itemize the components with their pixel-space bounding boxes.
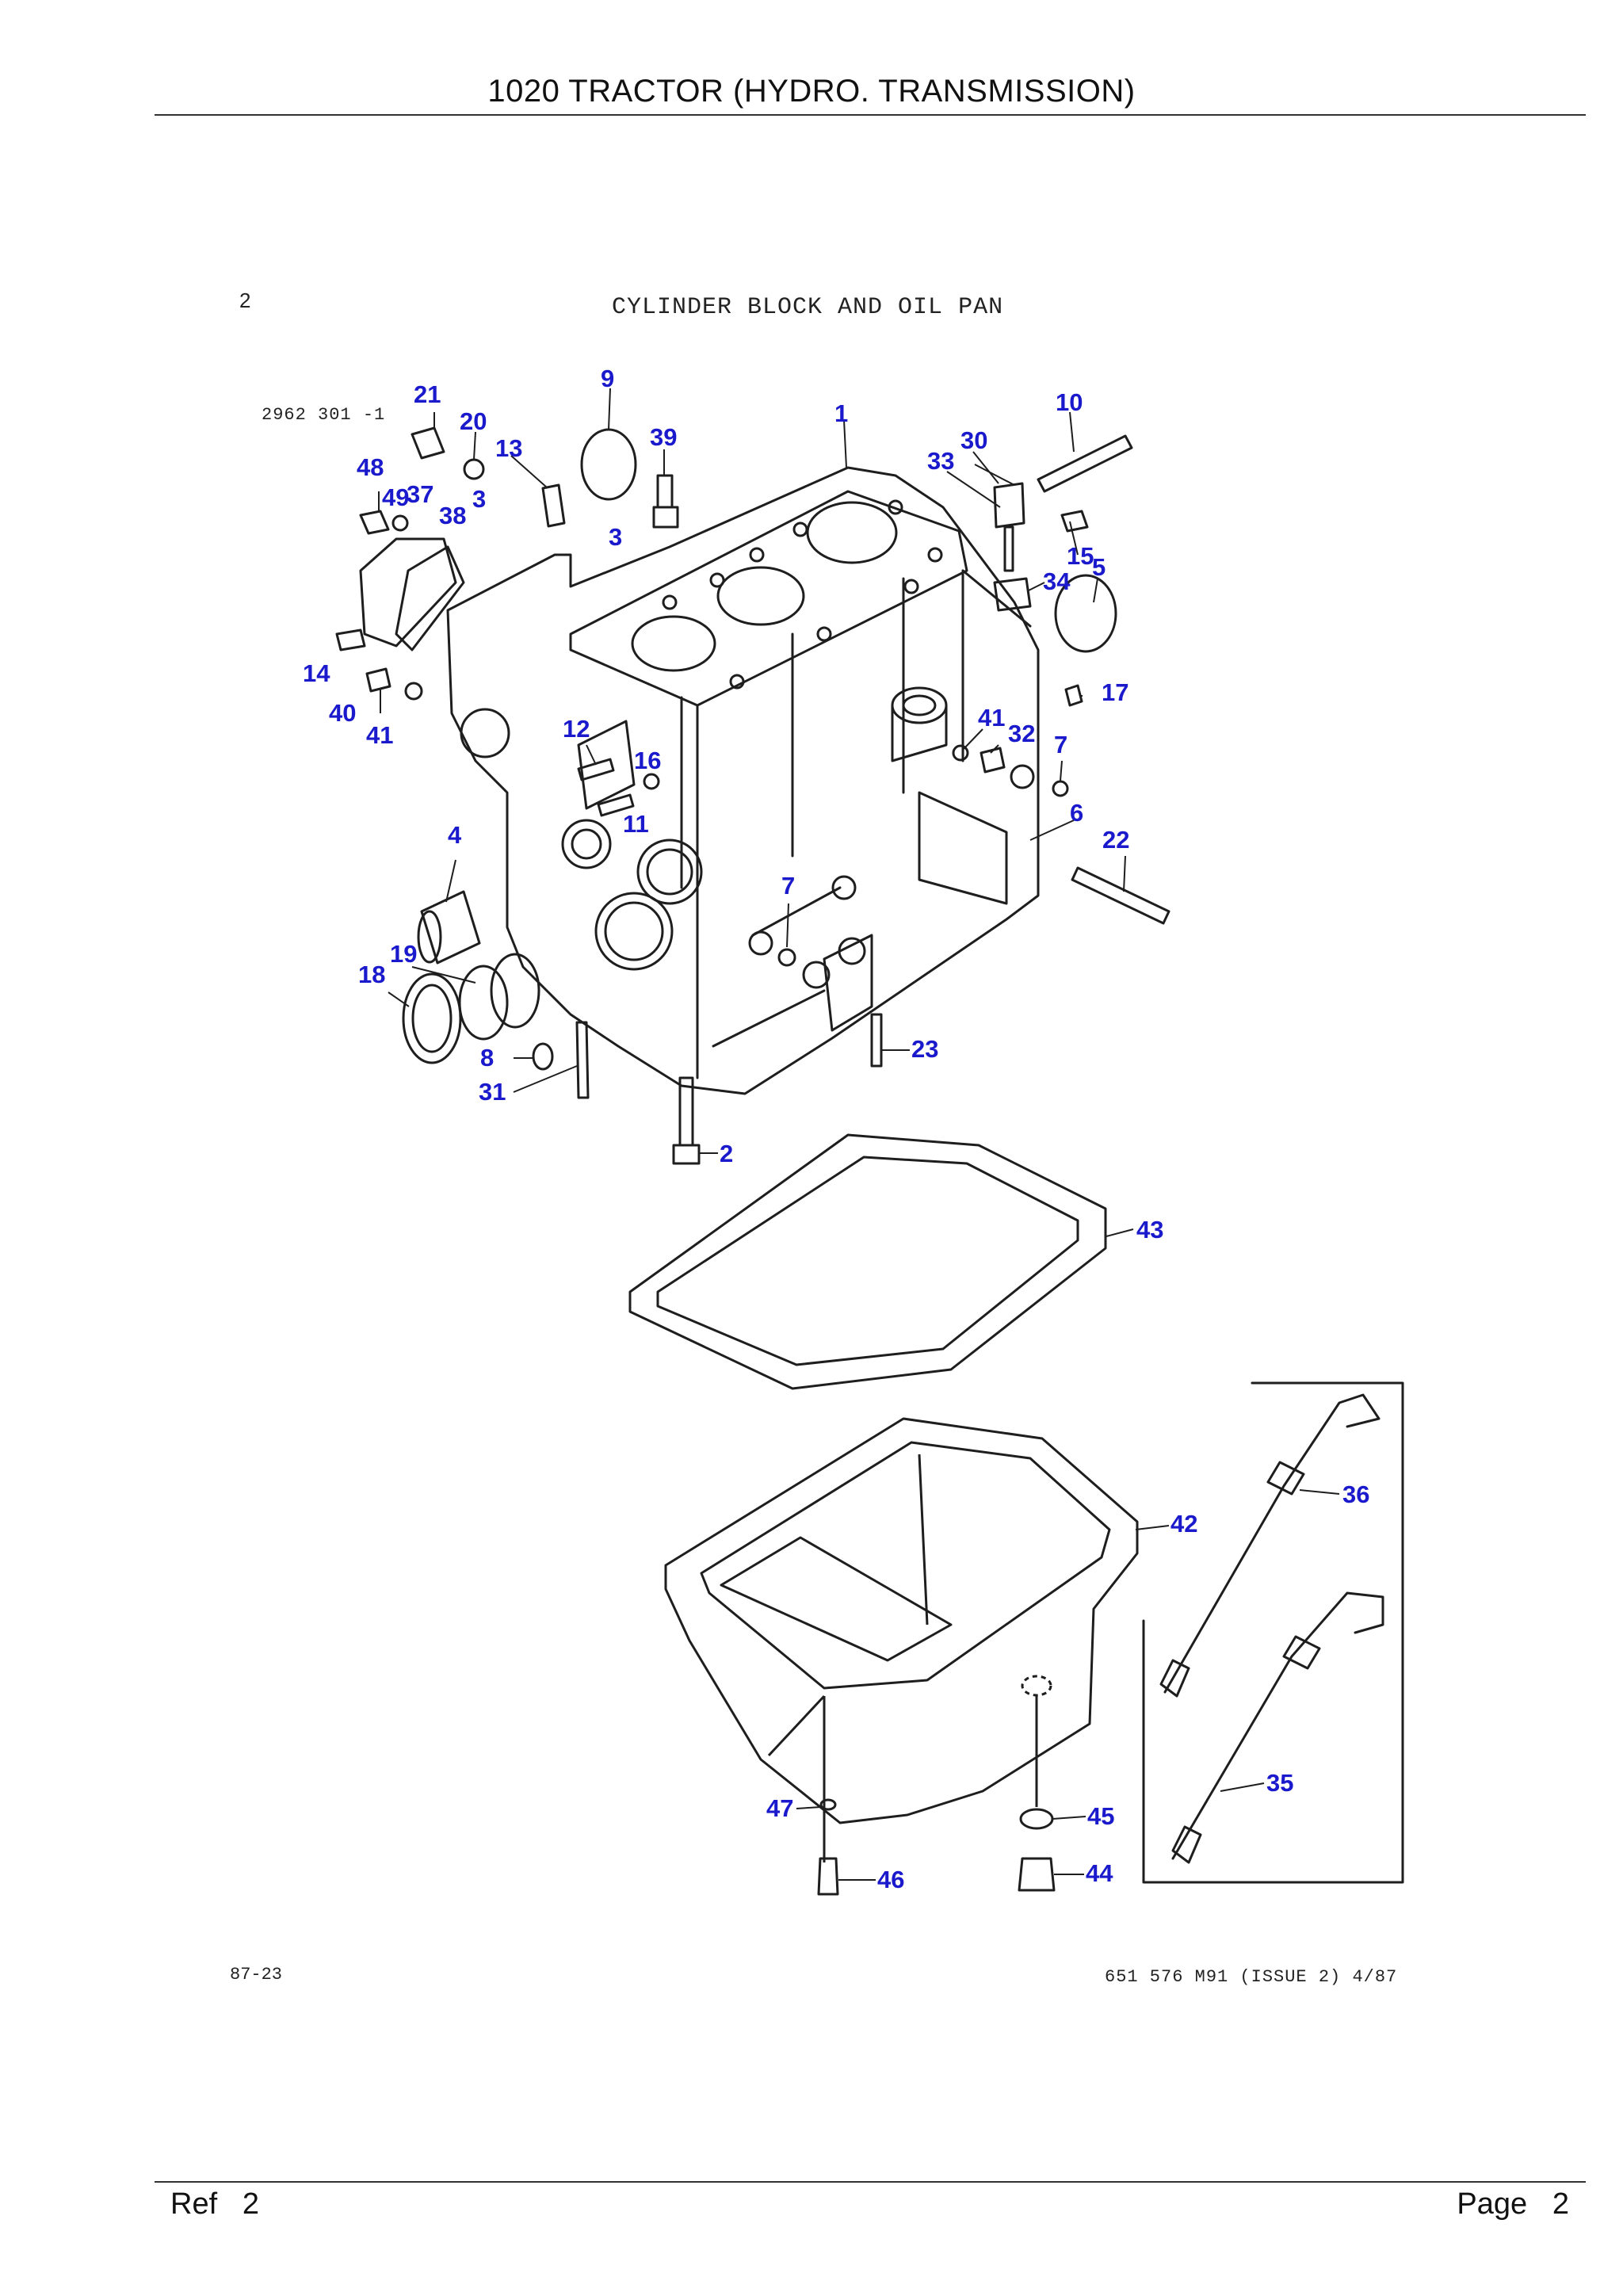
bottom-right-code: 651 576 M91 (ISSUE 2) 4/87	[1105, 1967, 1398, 1987]
oil-pan-drawing	[664, 1417, 1139, 1896]
footer-rule	[155, 2181, 1586, 2183]
callout-label: 11	[623, 810, 649, 838]
callout-label: 7	[1054, 731, 1067, 758]
leader-lines	[378, 388, 1340, 1881]
callout-label: 5	[1092, 553, 1106, 581]
cylinder-block-drawing	[446, 466, 1040, 1095]
callout-label: 36	[1342, 1480, 1369, 1508]
callout-label: 4	[448, 821, 462, 849]
callout-label: 46	[877, 1866, 904, 1893]
callout-label: 2	[720, 1140, 733, 1167]
page-header-title: 1020 TRACTOR (HYDRO. TRANSMISSION)	[487, 74, 1136, 109]
footer-page-label: Page	[1457, 2187, 1528, 2221]
callout-label: 14	[303, 659, 330, 687]
callout-label: 43	[1136, 1216, 1163, 1244]
gasket-drawing	[628, 1133, 1107, 1390]
callout-label: 30	[960, 426, 987, 454]
callout-label: 15	[1067, 542, 1094, 570]
callout-label: 49	[382, 483, 409, 511]
callout-label: 9	[601, 365, 614, 392]
callout-label: 10	[1056, 388, 1083, 416]
callout-label: 17	[1102, 678, 1128, 706]
callout-label: 21	[414, 380, 441, 408]
callout-label: 22	[1102, 826, 1129, 854]
section-number: 2	[239, 288, 251, 312]
callout-label: 31	[479, 1078, 506, 1106]
footer-ref-label: Ref	[170, 2187, 218, 2221]
callout-label: 12	[563, 715, 590, 743]
callout-label: 20	[460, 407, 487, 435]
callout-label: 42	[1170, 1510, 1197, 1538]
callout-labels: 21 9 1 10 20 39 30 48 13 33 49 37 3 38 3…	[303, 365, 1369, 1893]
bottom-left-code: 87-23	[230, 1965, 283, 1985]
callout-label: 47	[766, 1794, 793, 1822]
callout-label: 34	[1043, 567, 1071, 595]
callout-label: 37	[407, 480, 433, 508]
callout-label: 8	[480, 1044, 494, 1072]
callout-label: 40	[329, 699, 356, 727]
callout-label: 41	[978, 704, 1005, 732]
callout-label: 48	[357, 453, 384, 481]
callout-label: 38	[439, 502, 466, 529]
drawing-number: 2962 301 -1	[262, 405, 386, 425]
callout-label: 39	[650, 423, 677, 451]
callout-label: 6	[1070, 799, 1083, 827]
footer-page-value: 2	[1552, 2187, 1569, 2221]
callout-label: 32	[1008, 720, 1035, 747]
footer-page: Page 2	[1457, 2189, 1569, 2219]
callout-label: 18	[358, 961, 385, 988]
callout-label: 3	[609, 523, 622, 551]
callout-label: 19	[390, 940, 417, 968]
section-title: CYLINDER BLOCK AND OIL PAN	[612, 294, 1004, 321]
callout-label: 45	[1087, 1802, 1114, 1830]
callout-label: 23	[911, 1035, 938, 1063]
callout-label: 1	[834, 399, 848, 427]
header-rule	[155, 114, 1586, 116]
callout-label: 41	[366, 721, 393, 749]
callout-label: 16	[634, 747, 661, 774]
callout-label: 35	[1266, 1769, 1293, 1797]
callout-label: 3	[472, 485, 486, 513]
footer-ref: Ref 2	[170, 2189, 259, 2219]
callout-label: 7	[781, 872, 795, 900]
small-parts-drawing	[335, 426, 1170, 1165]
footer-ref-value: 2	[242, 2187, 259, 2221]
callout-label: 33	[927, 447, 954, 475]
callout-label: 13	[495, 434, 522, 462]
callout-label: 44	[1086, 1859, 1113, 1887]
dipstick-drawing	[1142, 1381, 1404, 1884]
